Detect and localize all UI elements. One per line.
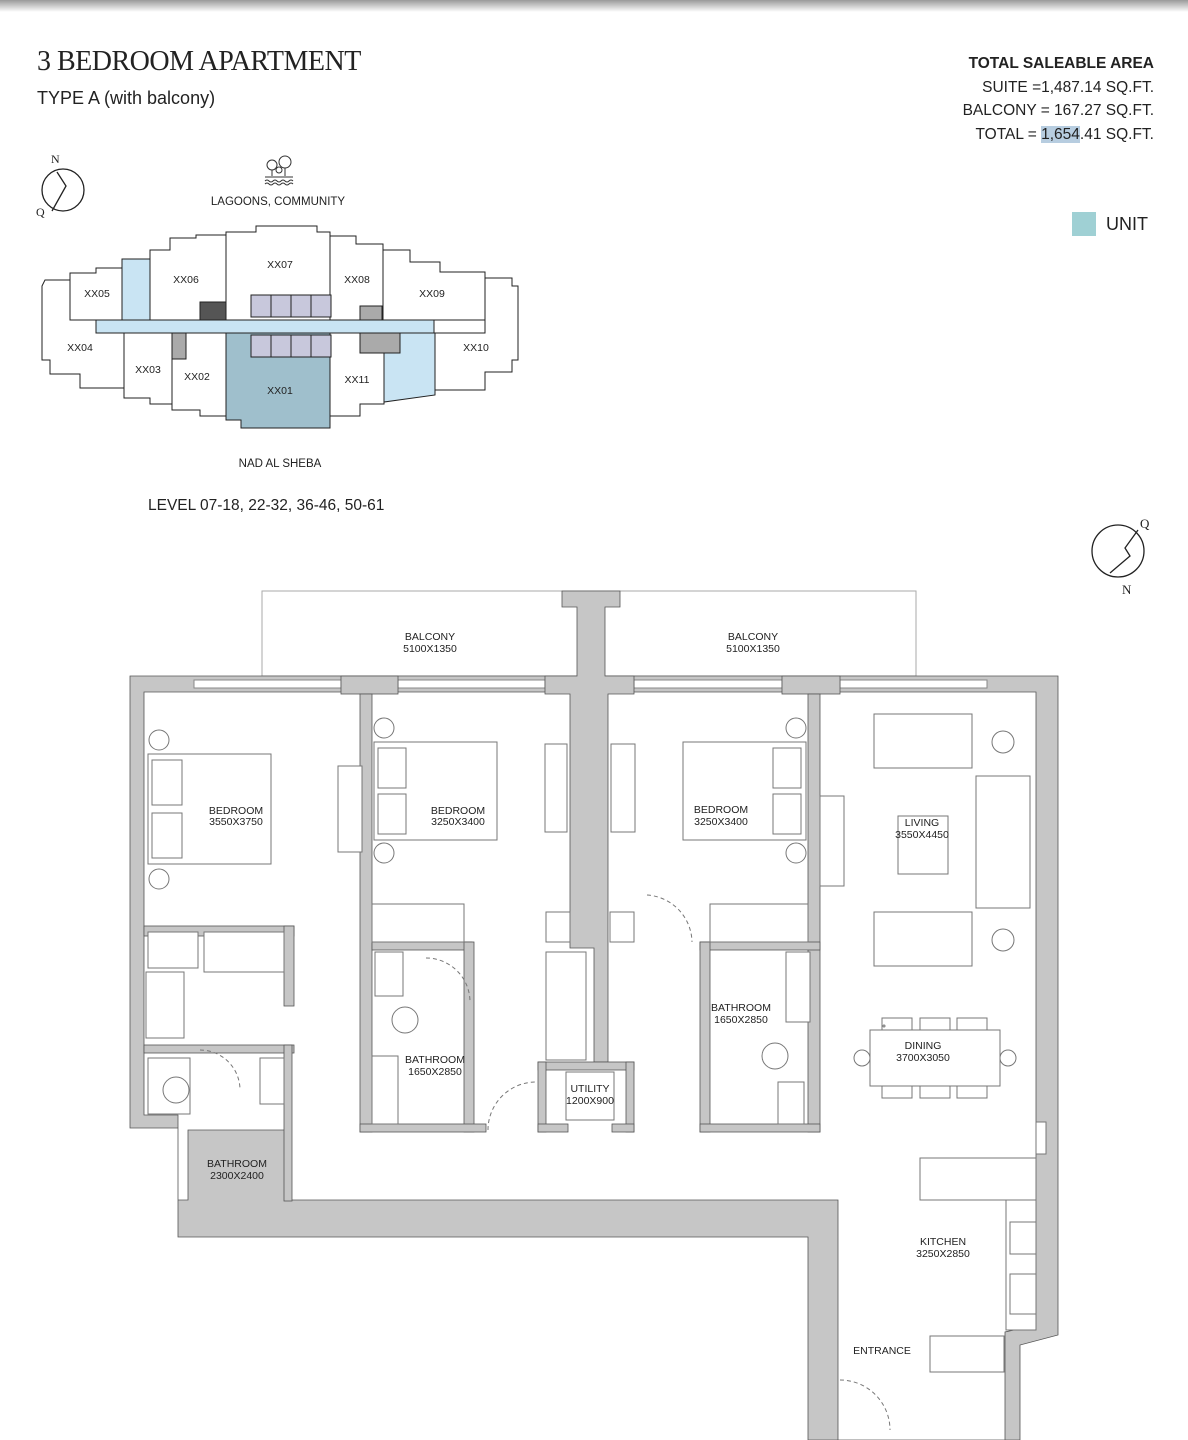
levels-text: LEVEL 07-18, 22-32, 36-46, 50-61 [148, 497, 385, 514]
room-dim: 1650X2850 [408, 1066, 462, 1078]
key-q-label: Q [36, 205, 45, 219]
total-prefix: TOTAL = [975, 125, 1042, 143]
room-dim: 5100X1350 [726, 643, 780, 655]
unit-swatch [1072, 212, 1096, 236]
fixtures [148, 717, 1017, 1431]
room-name: BALCONY [405, 631, 455, 643]
key-bottom-label: NAD AL SHEBA [239, 458, 322, 470]
room-name: BATHROOM [405, 1054, 465, 1066]
unit-xx04: XX04 [67, 342, 93, 354]
balcony-area: BALCONY = 167.27 SQ.FT. [962, 102, 1154, 119]
room-name: BATHROOM [207, 1158, 267, 1170]
key-top-label: LAGOONS, COMMUNITY [211, 196, 346, 208]
room-dim: 3250X3400 [694, 816, 748, 828]
room-dim: 2300X2400 [210, 1170, 264, 1182]
key-plan [41, 225, 519, 429]
room-name: BALCONY [728, 631, 778, 643]
plan-compass-icon: Q N [1091, 516, 1150, 597]
unit-xx03: XX03 [135, 364, 161, 376]
plan-north-label: N [1122, 582, 1132, 597]
total-suffix: .41 SQ.FT. [1079, 125, 1154, 143]
room-name: KITCHEN [920, 1236, 966, 1248]
unit-xx10: XX10 [463, 342, 489, 354]
key-compass-icon: N Q [36, 152, 85, 219]
suite-area: SUITE =1,487.14 SQ.FT. [982, 78, 1154, 96]
room-dim: 5100X1350 [403, 643, 457, 655]
room-name: BEDROOM [209, 805, 263, 817]
room-dim: 3550X4450 [895, 829, 949, 841]
room-name: BEDROOM [694, 804, 748, 816]
unit-xx06: XX06 [173, 274, 199, 286]
unit-xx05: XX05 [84, 288, 110, 300]
dining-table [869, 1029, 1001, 1087]
room-dim: 3550X3750 [209, 816, 263, 828]
unit-xx11: XX11 [345, 374, 370, 386]
room-dim: 1200X900 [566, 1095, 614, 1107]
total-area: TOTAL = 1,654.41 SQ.FT. [963, 123, 1154, 147]
unit-xx02: XX02 [184, 371, 210, 383]
legend-unit-label: UNIT [1106, 213, 1148, 234]
room-dim: 3700X3050 [896, 1052, 950, 1064]
room-name: UTILITY [570, 1083, 609, 1095]
room-name: BATHROOM [711, 1002, 771, 1014]
plan-q-label: Q [1140, 516, 1150, 531]
top-shadow [0, 0, 1188, 12]
room-name: DINING [905, 1040, 942, 1052]
room-dim: 3250X3400 [431, 816, 485, 828]
legend: UNIT [1072, 212, 1148, 236]
area-summary: TOTAL SALEABLE AREA SUITE =1,487.14 SQ.F… [963, 52, 1154, 146]
room-name: ENTRANCE [853, 1345, 911, 1357]
room-name: LIVING [905, 817, 939, 829]
unit-xx07: XX07 [267, 259, 293, 271]
unit-xx08: XX08 [344, 274, 370, 286]
key-unit-labels: XX01 XX02 XX03 XX04 XX05 XX06 XX07 XX08 … [67, 259, 489, 397]
unit-xx01: XX01 [267, 385, 293, 397]
room-dim: 1650X2850 [714, 1014, 768, 1026]
total-highlight: 1,654 [1041, 125, 1080, 143]
room-dim: 3250X2850 [916, 1248, 970, 1260]
area-heading: TOTAL SALEABLE AREA [968, 55, 1154, 72]
unit-xx09: XX09 [419, 288, 445, 300]
key-north-label: N [51, 152, 60, 166]
room-name: BEDROOM [431, 805, 485, 817]
page-title: 3 BEDROOM APARTMENT [37, 46, 361, 77]
page-subtitle: TYPE A (with balcony) [37, 88, 216, 108]
trees-icon [264, 155, 294, 186]
furniture [145, 713, 1047, 1373]
